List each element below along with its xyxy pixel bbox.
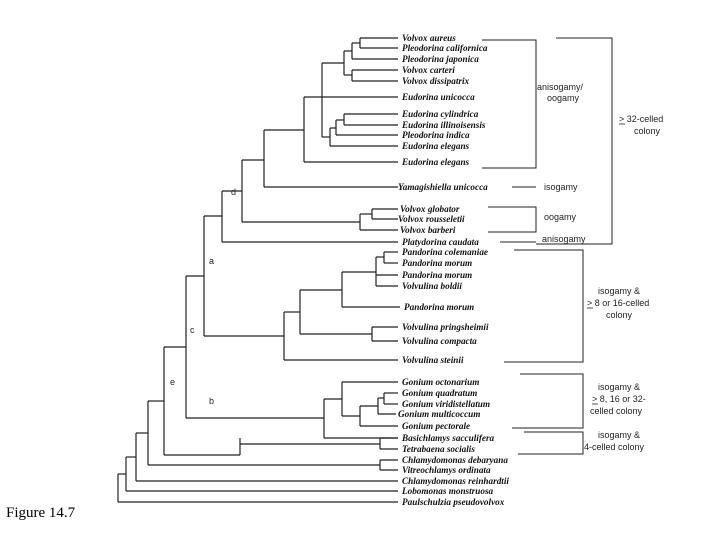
taxon-label: Eudorina illinoisensis [401,120,486,130]
taxon-label: Pandorina morum [402,270,472,280]
taxon-label: Eudorina unicocca [401,92,475,102]
taxon-label: Volvox carteri [402,65,455,75]
group-label-anisogamy-oogamy-2: oogamy [547,93,580,103]
taxon-label: Volvox rousseletii [398,214,465,224]
group-label-isogamy: isogamy [544,182,578,192]
group-bracket [518,431,584,455]
taxon-label: Gonium quadratum [402,388,477,398]
taxon-label: Gonium octonarium [402,377,479,387]
taxon-label: Pandorina morum [402,258,472,268]
group-label-anisogamy: anisogamy [542,234,586,244]
group-brackets [482,37,625,455]
taxon-label: Yamagishiella unicocca [398,182,488,192]
group-label-isogamy-8-16-3: colony [606,310,633,320]
group-label-isogamy-8-16-2: > 8 or 16-celled [587,298,649,308]
group-label-oogamy: oogamy [544,212,577,222]
taxon-label: Pleodorina japonica [402,54,479,64]
group-bracket [488,206,537,233]
taxon-label: Basichlamys sacculifera [401,433,495,443]
node-label-b: b [209,396,214,406]
group-label-isogamy-8-16-32-2: > 8, 16 or 32- [592,394,646,404]
taxon-label: Eudorina cylindrica [401,109,479,119]
taxon-label: Gonium viridistellatum [402,399,490,409]
taxon-label: Chlamydomonas debaryana [402,455,508,465]
group-label-isogamy-4-2: 4-celled colony [584,442,645,452]
taxon-label: Volvulina pringsheimii [402,322,489,332]
group-bracket [482,39,537,169]
node-label-e: e [170,377,175,387]
group-label-isogamy-8-16-32-3: celled colony [590,406,643,416]
taxon-label: Pleodorina californica [402,43,488,53]
node-label-d: d [231,187,236,197]
taxon-label: Pandorina colemaniae [402,247,488,257]
node-label-a: a [209,256,214,266]
group-label-isogamy-8-16-32-1: isogamy & [598,382,640,392]
taxon-label: Volvox dissipatrix [402,76,470,86]
group-bracket [536,37,613,245]
figure-caption: Figure 14.7 [6,505,76,521]
taxon-label: Pleodorina indica [402,130,470,140]
taxon-label: Eudorina elegans [401,157,470,167]
taxon-label: Volvulina boldii [402,281,462,291]
taxon-label: Eudorina elegans [401,141,470,151]
node-label-c: c [190,325,195,335]
group-label-anisogamy-oogamy-1: anisogamy/ [537,82,584,92]
taxon-label: Volvox aureus [402,33,456,43]
group-label-large-colony-1: > 32-celled [619,114,663,124]
taxon-label: Platydorina caudata [402,237,479,247]
group-label-large-colony-2: colony [634,126,661,136]
taxon-label: Vitreochlamys ordinata [402,465,491,475]
taxon-label: Volvox globator [400,204,460,214]
group-bracket [504,249,584,363]
tree-branches [117,37,400,503]
taxon-label: Tetrabaena socialis [402,444,475,454]
taxon-label: Paulschulzia pseudovolvox [402,497,505,507]
group-bracket [512,373,584,429]
taxon-label: Gonium pectorale [402,421,470,431]
group-label-isogamy-4-1: isogamy & [598,430,640,440]
group-label-isogamy-8-16-1: isogamy & [598,286,640,296]
taxon-label: Volvulina steinii [402,355,464,365]
taxon-label: Pandorina morum [404,302,474,312]
taxon-label: Volvulina compacta [402,336,477,346]
taxon-label: Chlamydomonas reinhardtii [402,476,509,486]
taxon-label: Lobomonas monstruosa [401,486,494,496]
taxon-label: Volvox barberi [400,225,456,235]
taxon-label: Gonium multicoccum [398,409,480,419]
